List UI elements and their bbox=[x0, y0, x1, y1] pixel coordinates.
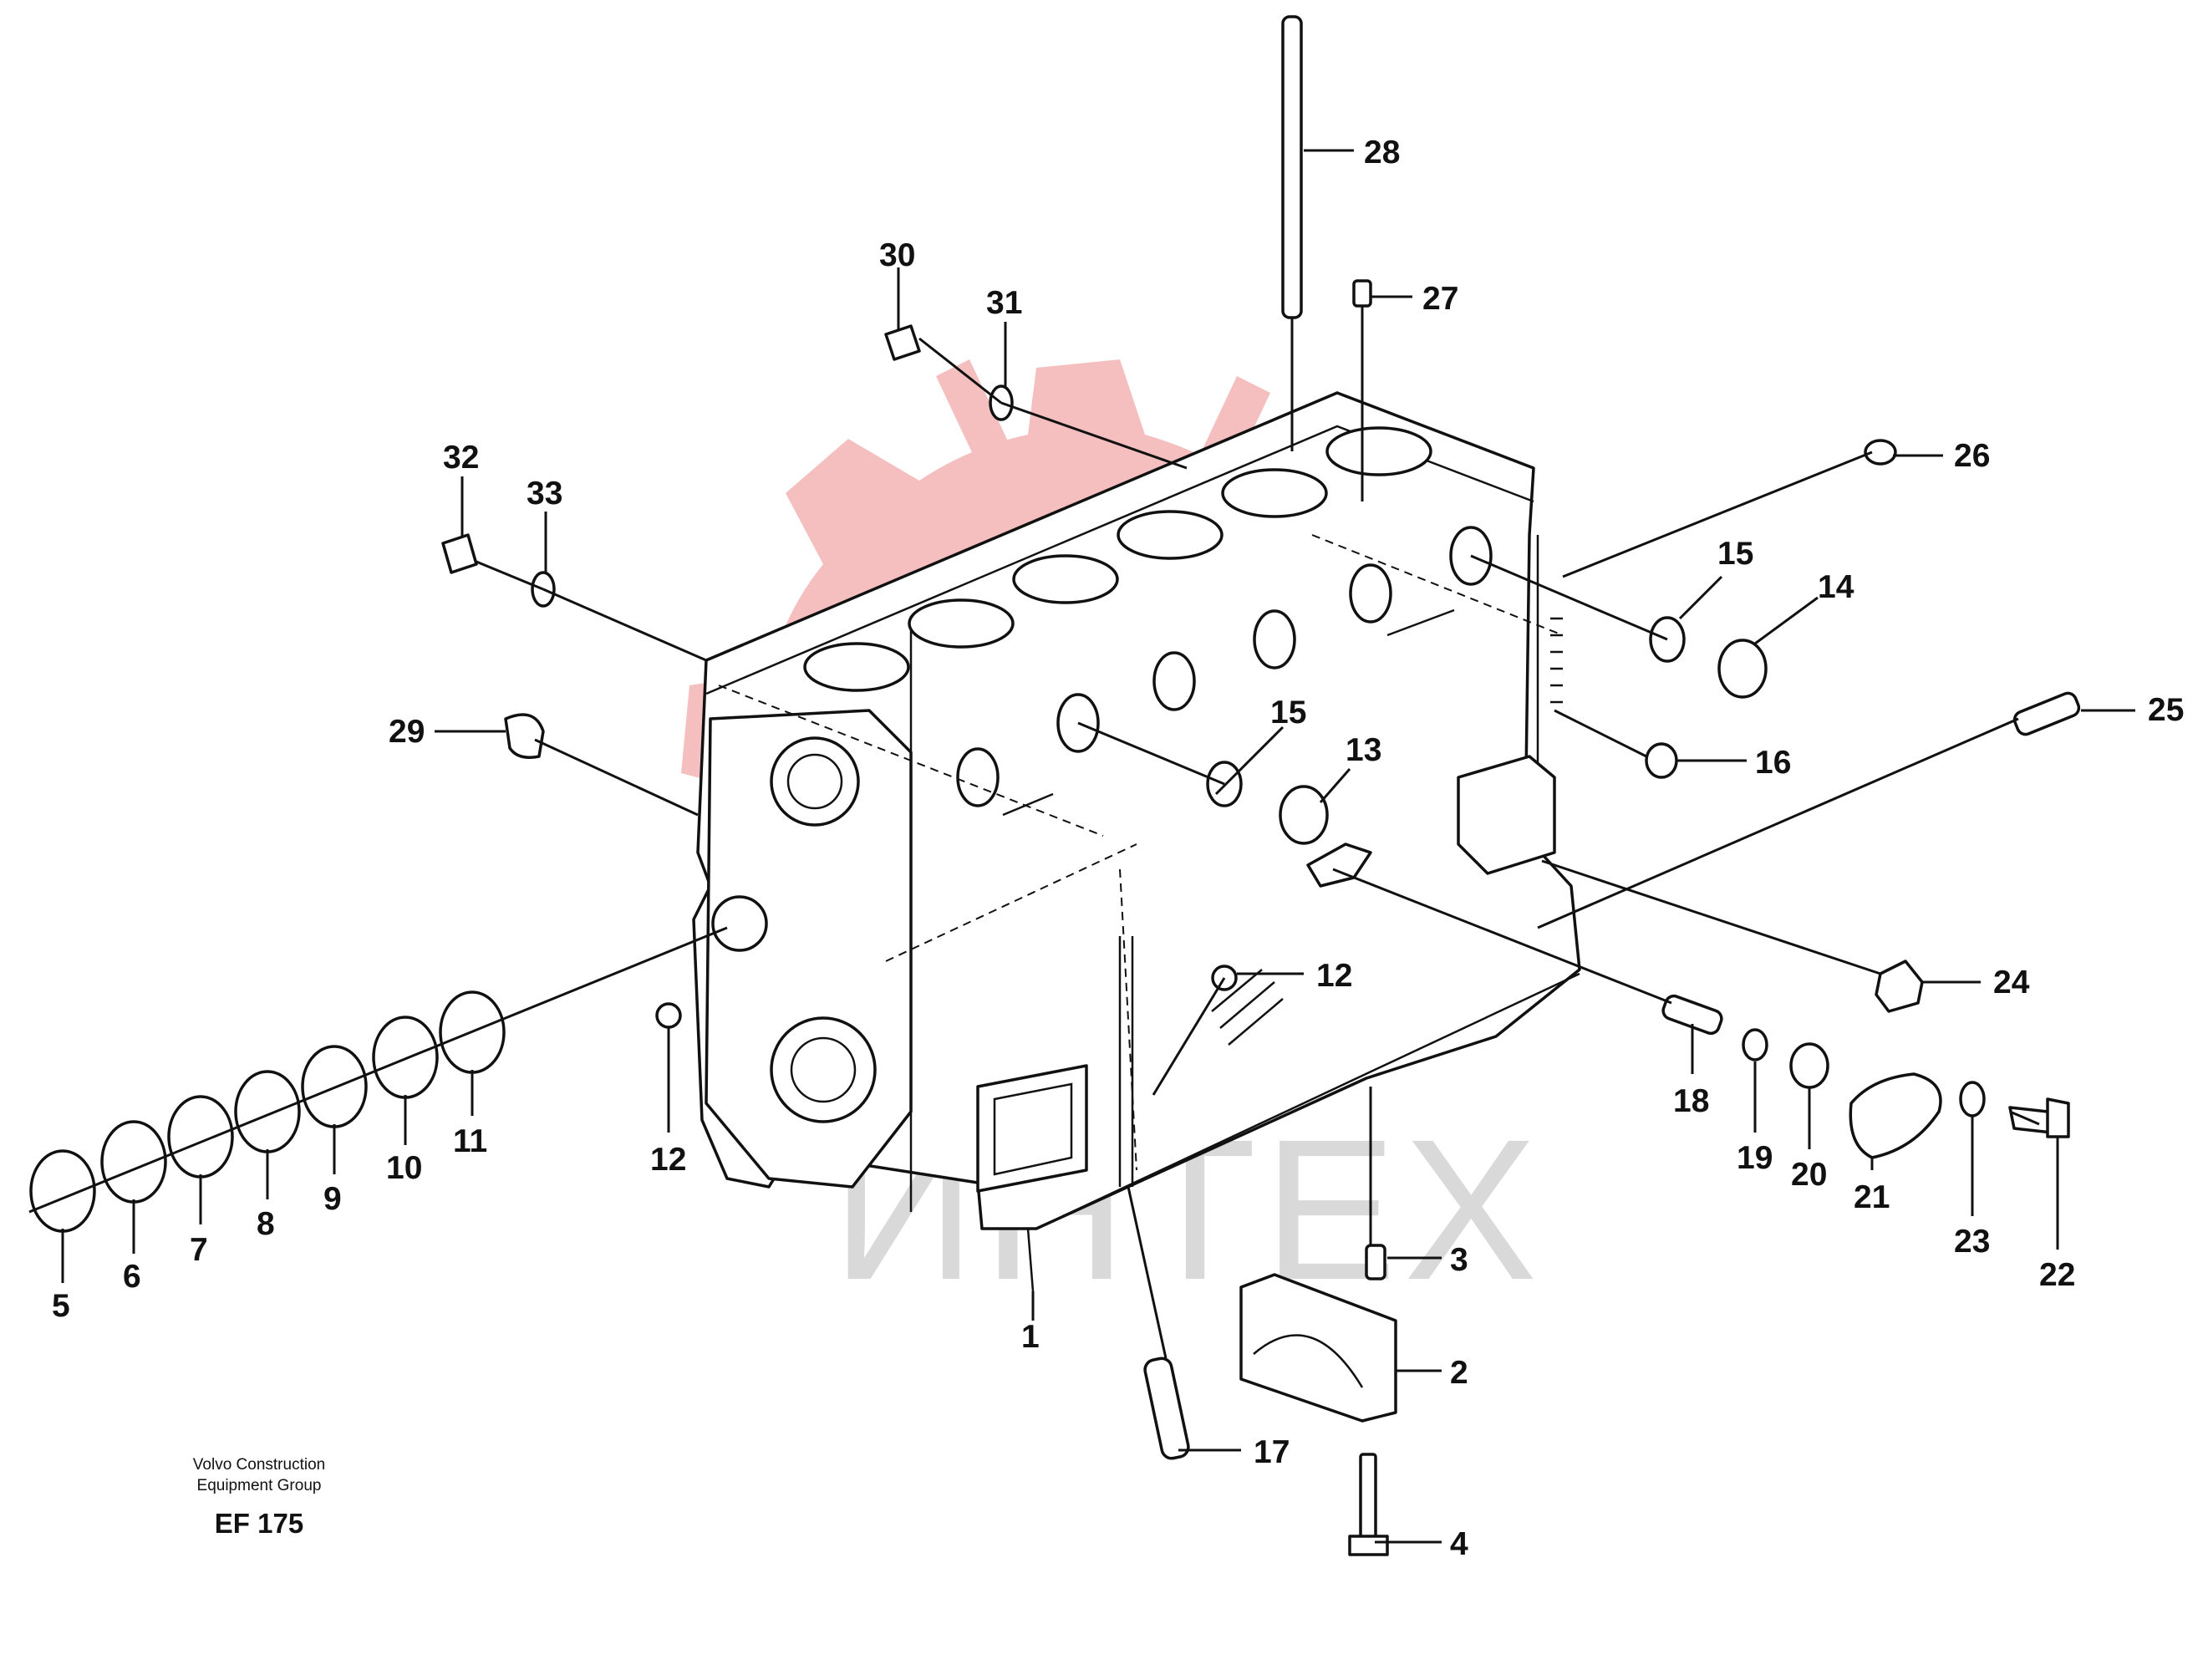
callout-12b: 12 bbox=[1316, 958, 1352, 994]
callout-22: 22 bbox=[2039, 1257, 2075, 1293]
callout-24: 24 bbox=[1993, 965, 2030, 1000]
callout-12a: 12 bbox=[650, 1142, 686, 1178]
main-bearing-shells bbox=[29, 990, 506, 1233]
callout-11: 11 bbox=[453, 1123, 487, 1159]
callout-17: 17 bbox=[1254, 1434, 1290, 1470]
callout-14: 14 bbox=[1818, 569, 1854, 605]
callout-4: 4 bbox=[1450, 1526, 1468, 1562]
callout-29: 29 bbox=[389, 714, 425, 750]
callout-26: 26 bbox=[1954, 438, 1990, 474]
callout-19: 19 bbox=[1737, 1140, 1773, 1176]
leader-lines bbox=[28, 149, 2135, 1544]
callout-28: 28 bbox=[1364, 135, 1400, 171]
footer-company-line2: Equipment Group bbox=[196, 1477, 322, 1494]
callout-8: 8 bbox=[257, 1206, 275, 1242]
drawing-footer: Volvo Construction Equipment Group EF 17… bbox=[167, 1454, 351, 1540]
callout-20: 20 bbox=[1791, 1157, 1827, 1193]
callout-21: 21 bbox=[1854, 1179, 1890, 1215]
callout-10: 10 bbox=[386, 1150, 422, 1186]
callout-5: 5 bbox=[52, 1288, 70, 1324]
callout-2: 2 bbox=[1450, 1355, 1468, 1391]
callout-33: 33 bbox=[527, 476, 562, 512]
cylinder-block bbox=[692, 391, 1581, 1292]
callout-32: 32 bbox=[443, 440, 479, 476]
callout-25: 25 bbox=[2148, 692, 2184, 728]
callout-13: 13 bbox=[1346, 732, 1381, 768]
callout-31: 31 bbox=[986, 285, 1022, 321]
footer-drawing-code: EF 175 bbox=[214, 1508, 304, 1539]
callout-labels: 1 2 3 4 5 6 7 8 9 10 11 12 12 13 14 15 1… bbox=[52, 135, 2184, 1562]
callout-27: 27 bbox=[1422, 281, 1458, 317]
callout-15a: 15 bbox=[1717, 536, 1753, 572]
callout-6: 6 bbox=[123, 1259, 141, 1295]
callout-30: 30 bbox=[879, 237, 915, 273]
callout-7: 7 bbox=[190, 1232, 208, 1268]
callout-1: 1 bbox=[1021, 1319, 1040, 1355]
footer-company-line1: Volvo Construction bbox=[192, 1456, 326, 1474]
callout-3: 3 bbox=[1450, 1242, 1468, 1278]
loose-parts bbox=[29, 15, 2081, 1556]
callout-16: 16 bbox=[1755, 745, 1791, 781]
callout-15b: 15 bbox=[1270, 695, 1306, 731]
callout-23: 23 bbox=[1954, 1224, 1990, 1260]
callout-9: 9 bbox=[323, 1181, 342, 1217]
callout-18: 18 bbox=[1673, 1083, 1709, 1119]
